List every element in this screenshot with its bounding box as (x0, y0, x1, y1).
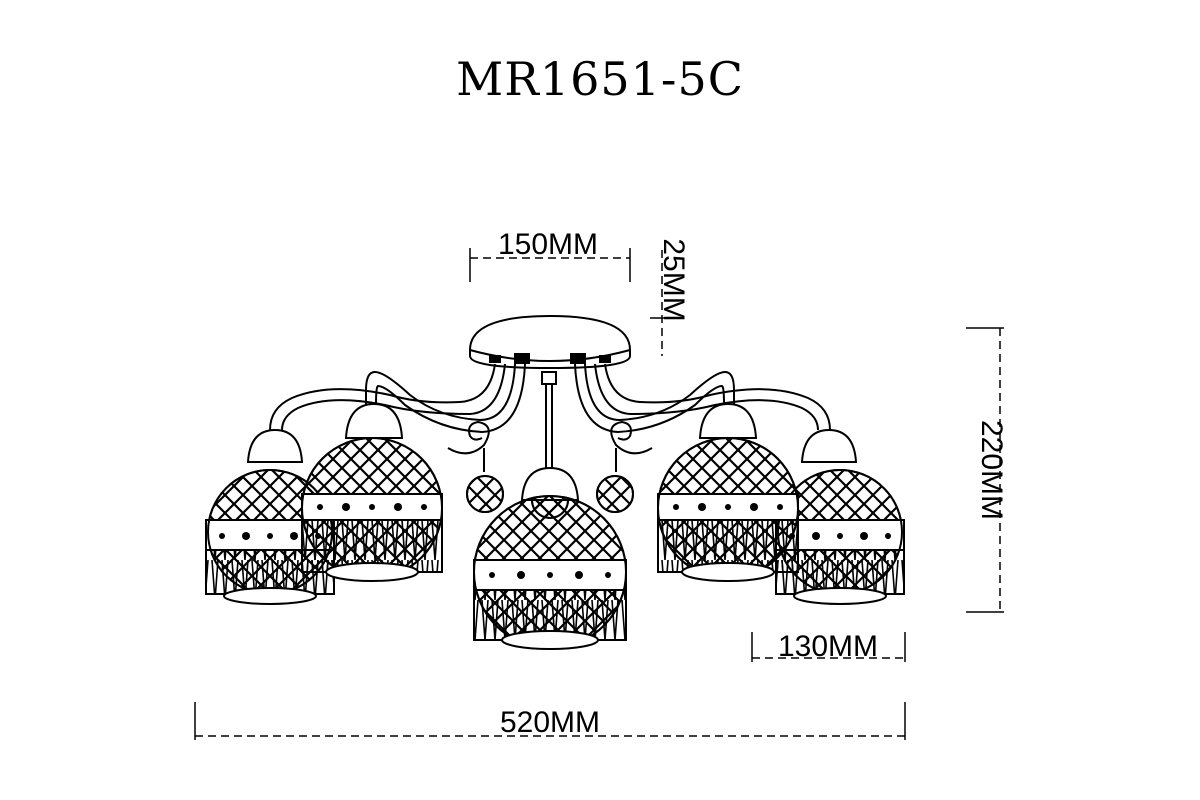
model-title: MR1651-5C (456, 52, 744, 106)
crystal-left (466, 475, 504, 513)
crystal-right (596, 475, 634, 513)
band-ornaments (219, 503, 891, 579)
canopy-height-label: 25MM (657, 238, 690, 321)
total-width-label: 520MM (500, 706, 600, 739)
canopy (469, 314, 631, 370)
dim-canopy-width (469, 248, 631, 282)
shade-width-label: 130MM (778, 630, 878, 663)
dim-total-height (966, 327, 1004, 613)
total-height-label: 220MM (975, 420, 1008, 520)
shade-left (301, 402, 443, 582)
dim-shade-width (751, 632, 906, 662)
shade-right (657, 402, 799, 582)
dim-canopy-height (650, 250, 672, 356)
dim-total-width (194, 702, 906, 740)
canopy-width-label: 150MM (498, 228, 598, 261)
